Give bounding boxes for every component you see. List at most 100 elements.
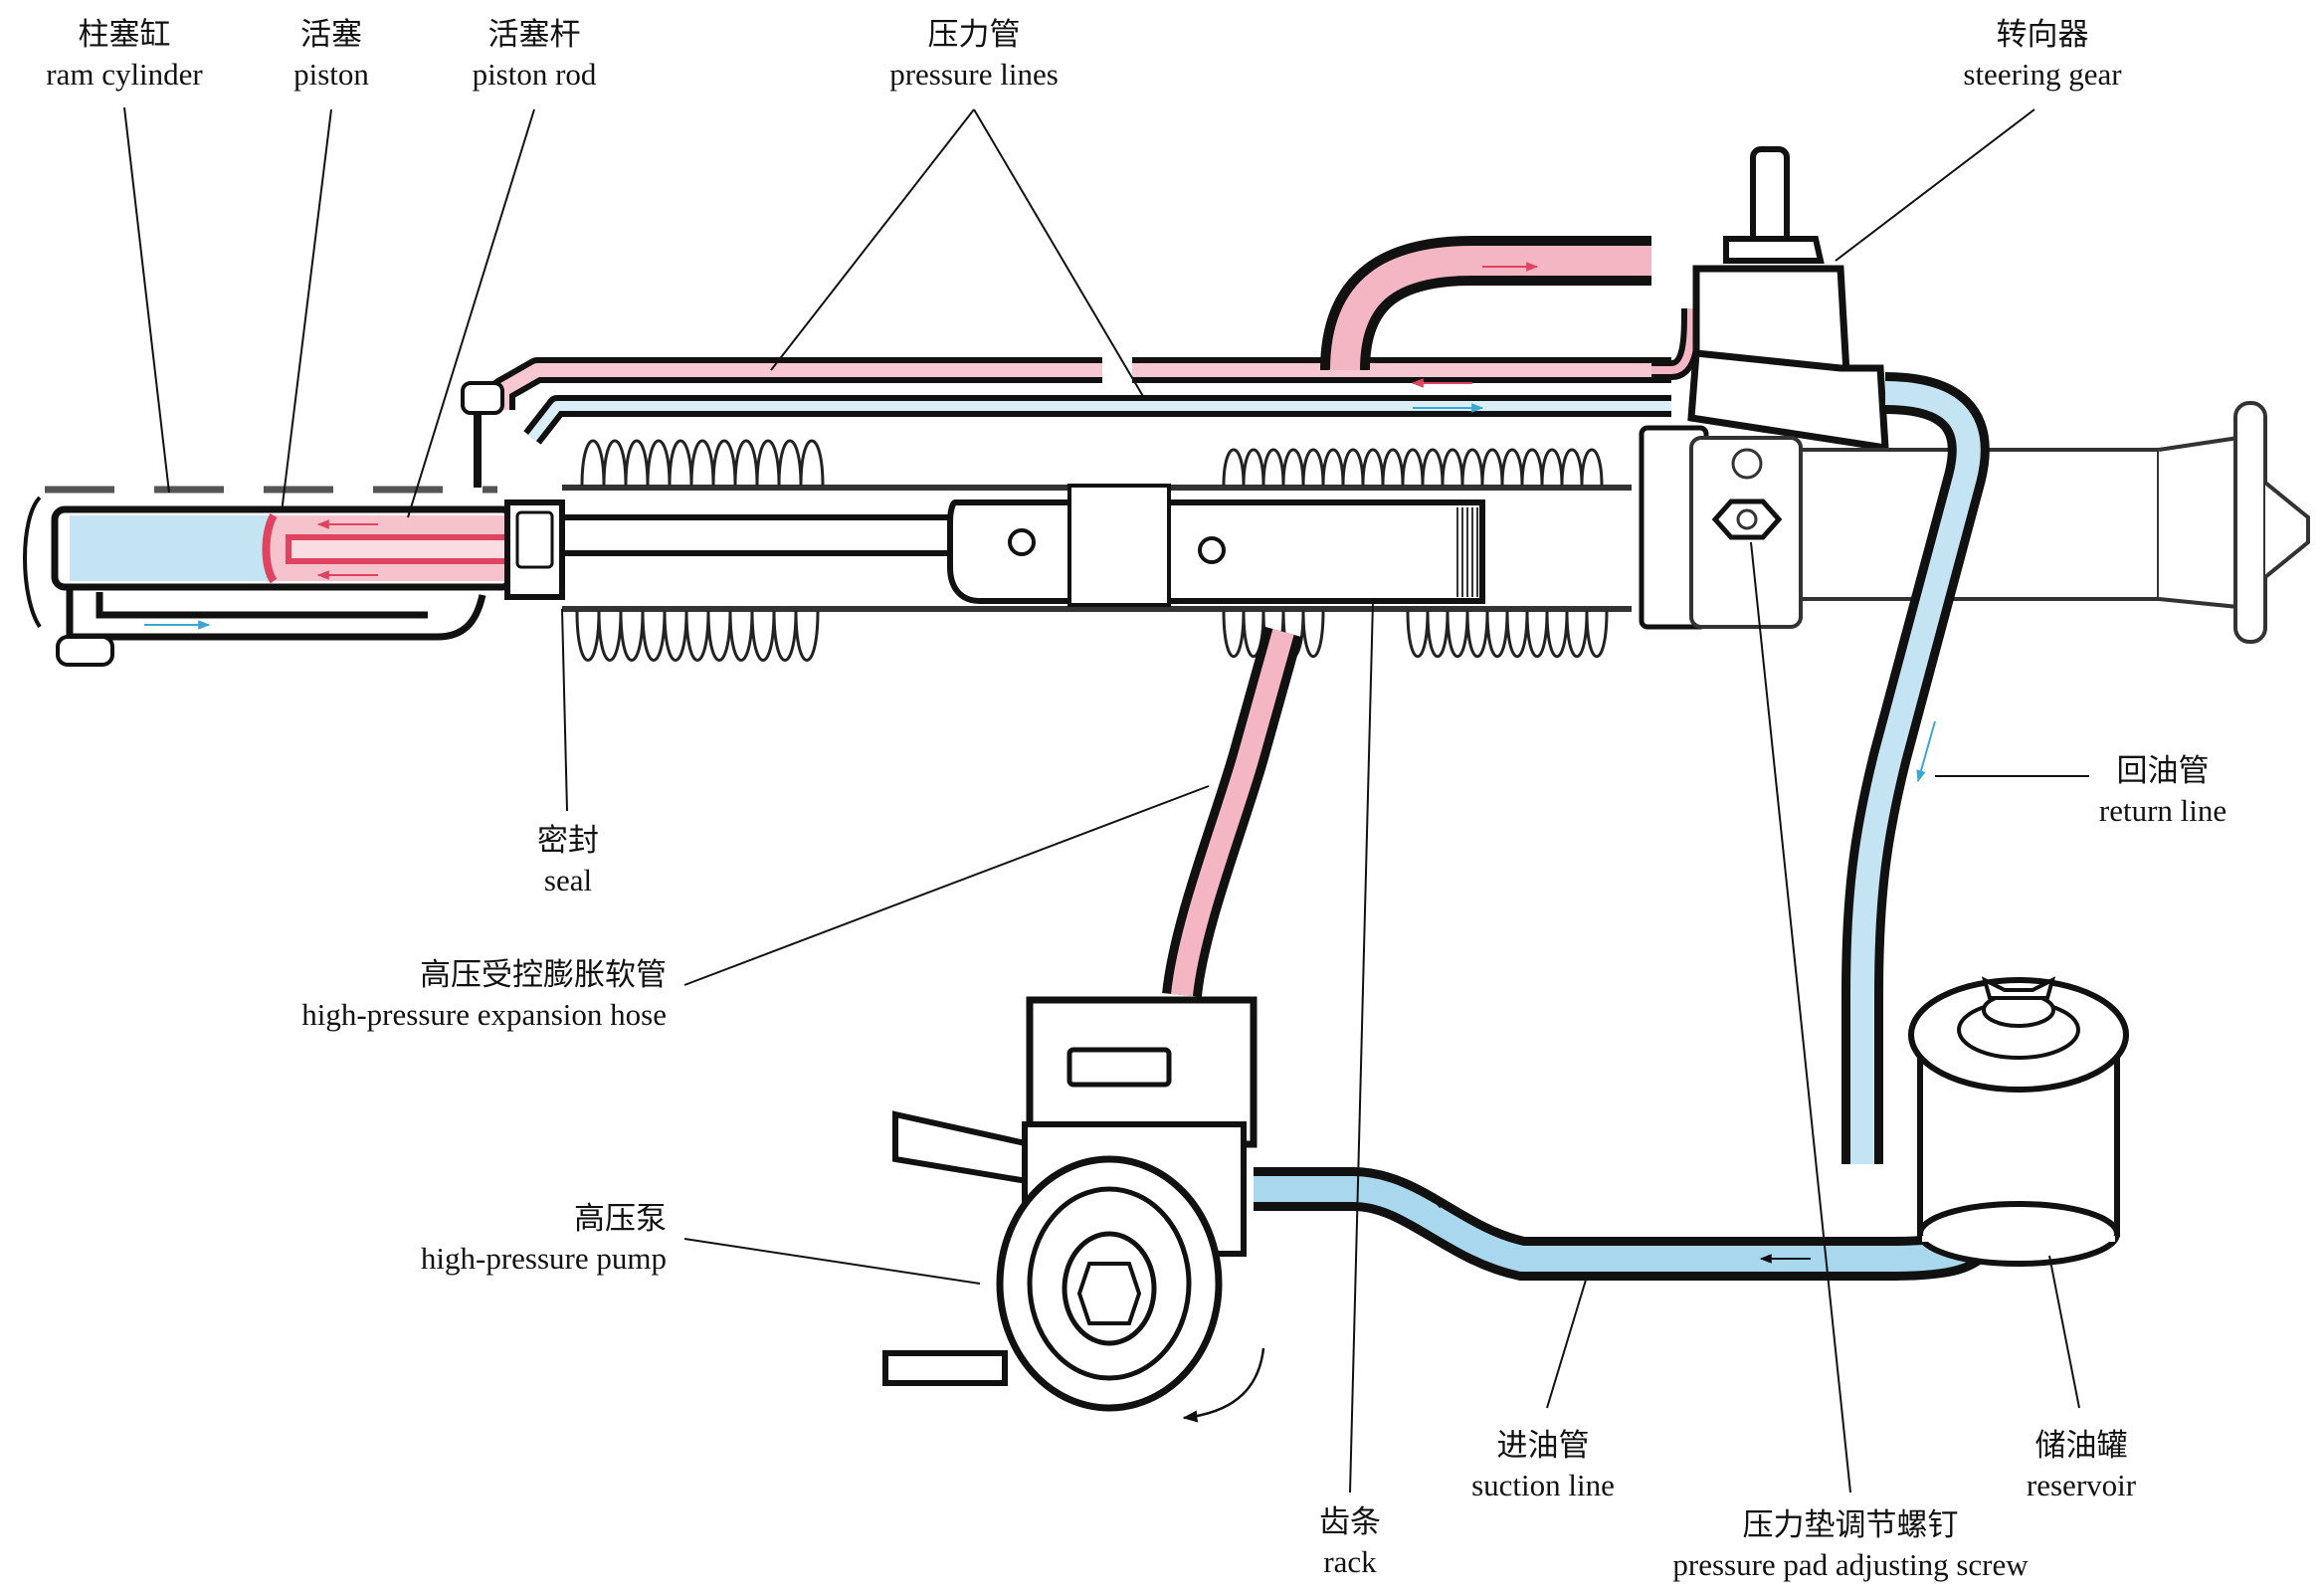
label-seal: 密封 seal [537, 821, 599, 900]
label-steering-gear: 转向器 steering gear [1963, 15, 2121, 95]
bellows-coil [1426, 610, 1450, 659]
label-reservoir: 储油罐 reservoir [2027, 1426, 2136, 1505]
label-zh: 柱塞缸 [78, 17, 171, 52]
reservoir-tank [1908, 976, 2129, 1267]
label-en: pressure pad adjusting screw [1672, 1547, 2029, 1582]
label-en: steering gear [1963, 57, 2122, 92]
bellows-coil [1406, 610, 1430, 659]
label-en: rack [1323, 1544, 1377, 1579]
bellows-coil [1401, 448, 1425, 487]
label-en: high-pressure pump [420, 1241, 667, 1276]
ram-cylinder [23, 381, 520, 667]
bellows-coil [1281, 448, 1305, 487]
bellows-coil [711, 439, 737, 487]
label-zh: 回油管 [2116, 753, 2210, 788]
label-piston-rod: 活塞杆 piston rod [473, 15, 597, 95]
bellows-coil [689, 439, 715, 487]
label-zh: 齿条 [1319, 1504, 1381, 1539]
bellows-coil [1505, 610, 1529, 659]
bellows-coil [777, 439, 803, 487]
bellows-coil [663, 610, 688, 662]
label-en: pressure lines [889, 57, 1059, 92]
label-zh: 活塞 [299, 17, 362, 52]
bellows-coil [624, 439, 650, 487]
label-piston: 活塞 piston [293, 15, 369, 95]
bellows-coil [728, 610, 754, 662]
bellows-coil [1525, 610, 1549, 659]
bellows-coil [1460, 448, 1484, 487]
bellows-coil [1361, 448, 1385, 487]
bellows-coil [1480, 448, 1504, 487]
label-en: seal [543, 863, 593, 897]
bellows-coil [750, 610, 776, 662]
bellows-coil [733, 439, 759, 487]
leader-lines [123, 106, 2089, 1494]
bellows-coil [668, 439, 693, 487]
bellows-coil [1585, 610, 1609, 659]
label-adjusting-screw: 压力垫调节螺钉 pressure pad adjusting screw [1672, 1505, 2028, 1585]
bellows-coil [1321, 448, 1345, 487]
bellows-coil [1222, 610, 1246, 659]
bellows-coil [1485, 610, 1509, 659]
label-en: return line [2098, 793, 2227, 828]
label-pressure-lines: 压力管 pressure lines [889, 15, 1059, 95]
return-line [1841, 372, 1990, 1164]
bellows-coil [1441, 448, 1464, 487]
label-zh: 密封 [537, 823, 599, 858]
bellows-coil [1261, 448, 1285, 487]
bellows-coil [1222, 448, 1246, 487]
bellows-coil [1242, 448, 1265, 487]
label-expansion-hose: 高压受控膨胀软管 high-pressure expansion hose [301, 955, 667, 1035]
bellows-coil [641, 610, 667, 662]
label-en: high-pressure expansion hose [301, 997, 667, 1032]
label-zh: 高压受控膨胀软管 [420, 957, 667, 992]
bellows-coil [602, 439, 628, 487]
label-ram-cylinder: 柱塞缸 ram cylinder [46, 15, 203, 95]
label-rack: 齿条 rack [1319, 1502, 1381, 1582]
bellows-coil [1446, 610, 1469, 659]
label-zh: 高压泵 [574, 1201, 667, 1236]
label-en: reservoir [2026, 1468, 2137, 1502]
suction-line [1254, 1167, 2000, 1281]
bellows-coil [646, 439, 672, 487]
expansion-hose [1162, 626, 1303, 998]
bellows-coil [1540, 448, 1564, 487]
bellows-coil [799, 439, 825, 487]
label-zh: 压力管 [927, 17, 1021, 52]
label-zh: 储油罐 [2034, 1428, 2128, 1463]
bellows-coil [597, 610, 623, 662]
label-en: piston [293, 57, 369, 92]
bellows-coil [706, 610, 732, 662]
bellows-coil [772, 610, 798, 662]
pump-unit [882, 996, 1265, 1423]
bellows-coil [1341, 448, 1365, 487]
rack-housing [504, 439, 1632, 662]
label-suction-line: 进油管 suction line [1471, 1426, 1615, 1505]
bellows-coil [619, 610, 645, 662]
bellows-coil [755, 439, 781, 487]
bellows-coil [1565, 610, 1589, 659]
label-zh: 压力垫调节螺钉 [1742, 1507, 1959, 1542]
bellows-coil [1520, 448, 1544, 487]
bellows-coil [684, 610, 710, 662]
pressure-lines [489, 236, 1701, 445]
label-zh: 活塞杆 [487, 17, 581, 52]
label-en: suction line [1471, 1468, 1615, 1502]
bellows-coil [1500, 448, 1524, 487]
bellows-coil [580, 439, 606, 487]
label-return-line: 回油管 return line [2099, 751, 2227, 831]
label-zh: 转向器 [1996, 17, 2089, 52]
bellows-coil [1465, 610, 1489, 659]
label-en: ram cylinder [46, 57, 203, 92]
label-pump: 高压泵 high-pressure pump [421, 1199, 667, 1279]
bellows-coil [1381, 448, 1405, 487]
bellows-coil [1545, 610, 1569, 659]
bellows-coil [1560, 448, 1584, 487]
bellows-coil [794, 610, 820, 662]
bellows-coil [1421, 448, 1445, 487]
bellows-coil [1301, 610, 1325, 659]
bellows-coil [1580, 448, 1604, 487]
label-zh: 进油管 [1496, 1428, 1590, 1463]
